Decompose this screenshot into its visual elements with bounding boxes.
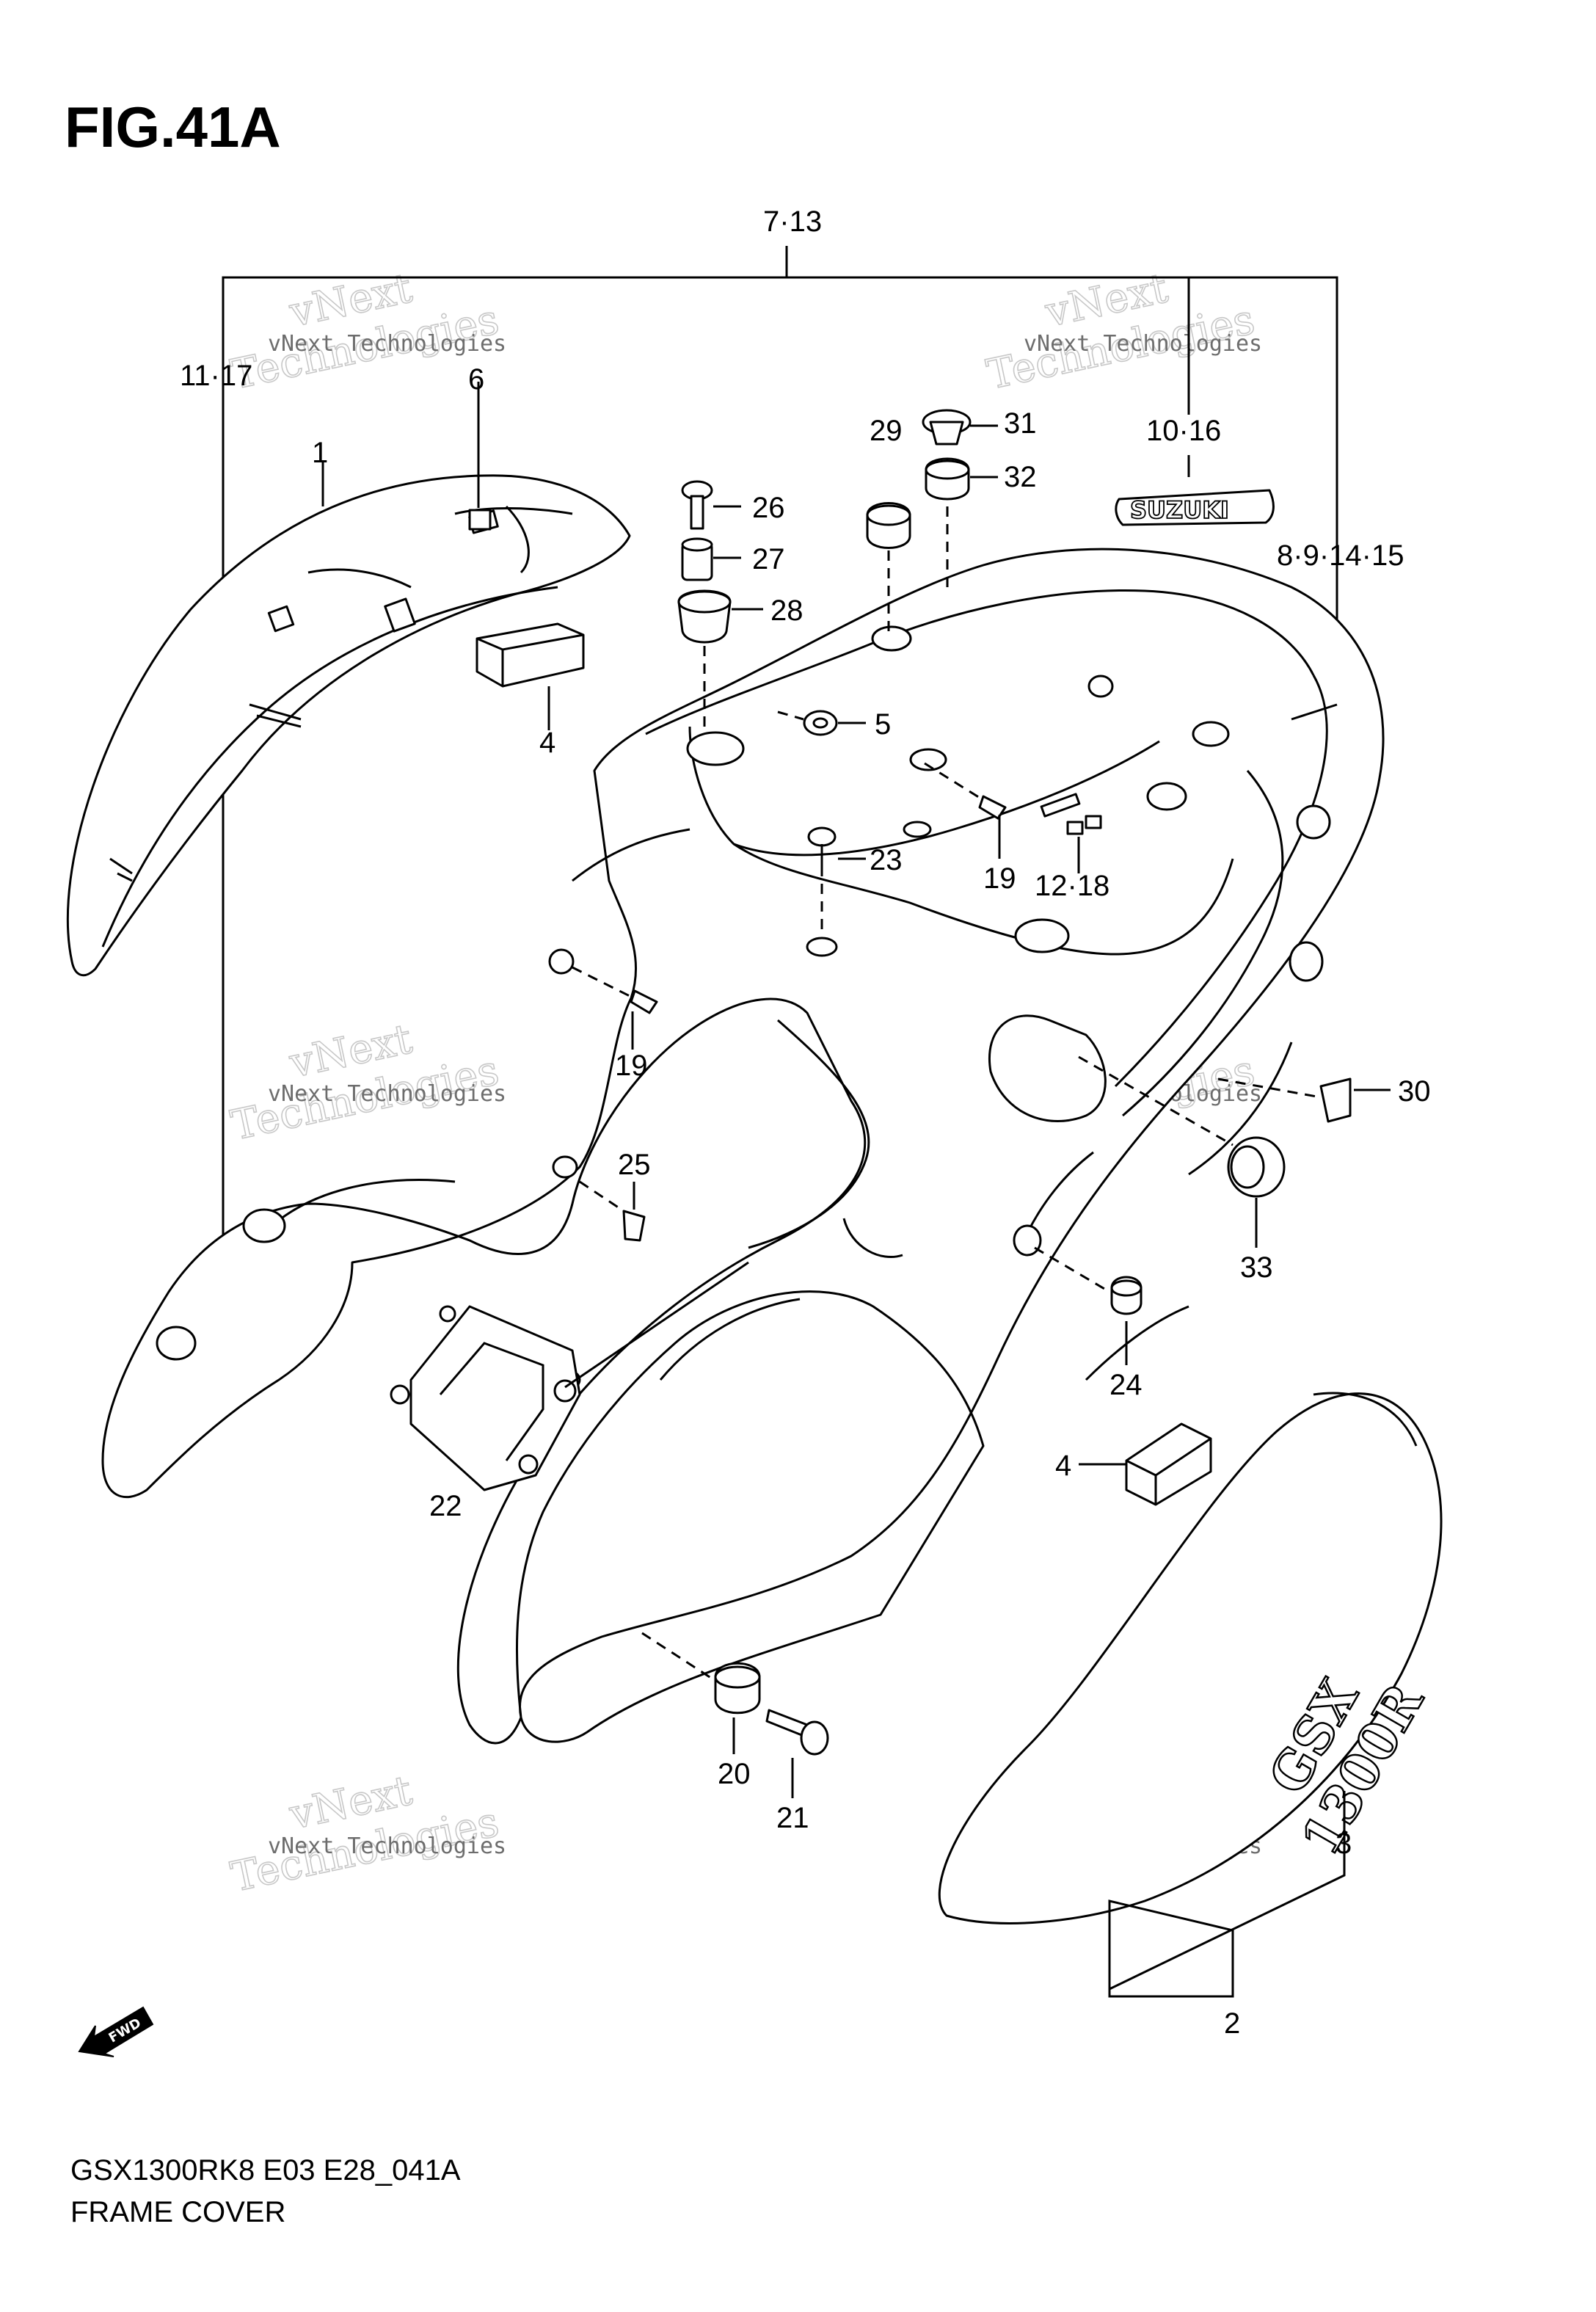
callout-3: 3 [1336,1828,1352,1860]
callout-25: 25 [618,1149,651,1181]
svg-text:vNext Technologies: vNext Technologies [268,1833,506,1859]
callout-22: 22 [429,1490,462,1522]
fwd-arrow-icon: FWD [78,2006,154,2057]
callout-7-13: 7·13 [763,206,822,238]
callout-1: 1 [312,437,328,469]
svg-text:SUZUKI: SUZUKI [1130,496,1229,524]
watermark-bottom-left: vNext Technologies vNext Technologies [227,1766,507,1902]
part-clip-30 [1319,1077,1352,1123]
part-label-12-18 [1040,793,1102,835]
group-bracket-7-13 [222,246,1338,1420]
watermark-top-right: vNext Technologies vNext Technologies [983,263,1263,399]
part-damper-4-top [475,622,585,688]
callout-31: 31 [1004,407,1037,440]
part-suzuki-emblem: SUZUKI [1115,489,1275,526]
part-grommet-20 [714,1662,761,1715]
svg-text:vNext Technologies: vNext Technologies [1024,331,1262,357]
callout-20: 20 [718,1758,751,1790]
part-screw-25 [622,1210,646,1242]
model-code: GSX1300RK8 E03 E28_041A [70,2154,461,2186]
part-left-tail-cover [66,474,631,977]
watermark-mid-left: vNext Technologies vNext Technologies [227,1014,507,1150]
callout-19-upper: 19 [983,862,1016,895]
part-bracket-22 [390,1305,581,1491]
callout-23: 23 [870,844,903,876]
callout-6: 6 [468,363,484,396]
callout-33: 33 [1240,1251,1273,1284]
section-name: FRAME COVER [70,2196,286,2228]
svg-text:vNext Technologies: vNext Technologies [268,1081,506,1107]
part-grommet-33 [1227,1136,1286,1198]
part-screw-19-upper [978,795,1007,820]
part-collar-27 [681,537,713,581]
callout-11-17: 11·17 [180,360,252,392]
callout-21: 21 [776,1802,809,1834]
callout-27: 27 [752,543,785,575]
callout-labels: 7·13 11·17 6 1 4 26 27 28 29 31 32 10·16… [180,206,1431,2040]
callout-32: 32 [1004,461,1037,493]
part-bolt-21 [765,1709,829,1756]
callout-10-16: 10·16 [1146,415,1221,447]
part-screw-23 [807,826,837,866]
figure-title: FIG.41A [65,95,281,159]
callout-19-lower: 19 [615,1050,648,1082]
part-grommet-32 [925,457,970,501]
part-grommet-28 [677,589,732,644]
part-grommet-24 [1110,1276,1143,1315]
part-bolt-31 [922,409,972,446]
part-grommet-29 [866,502,911,549]
svg-text:vNext Technologies: vNext Technologies [268,331,506,357]
part-nut-5 [803,710,838,736]
leader-22-bracket [564,1261,749,1389]
leader-lines [321,462,1346,1998]
callout-30: 30 [1398,1075,1431,1108]
part-damper-4-right [1125,1422,1212,1506]
callout-26: 26 [752,492,785,524]
part-screw-19-lower [630,989,658,1014]
callout-4-top: 4 [539,727,555,759]
callout-8-9-14-15: 8·9·14·15 [1277,539,1404,572]
callout-24: 24 [1109,1369,1143,1401]
callout-12-18: 12·18 [1035,870,1109,902]
callout-28: 28 [770,595,804,627]
callout-2: 2 [1224,2007,1240,2040]
callout-5: 5 [875,708,891,741]
part-screw-26 [681,480,713,530]
part-fastener-6 [468,509,492,531]
callout-4-right: 4 [1055,1450,1071,1482]
part-frame-cover-center [101,548,1385,1745]
watermark-top-left: vNext Technologies vNext Technologies [227,263,507,399]
callout-29: 29 [870,415,903,447]
